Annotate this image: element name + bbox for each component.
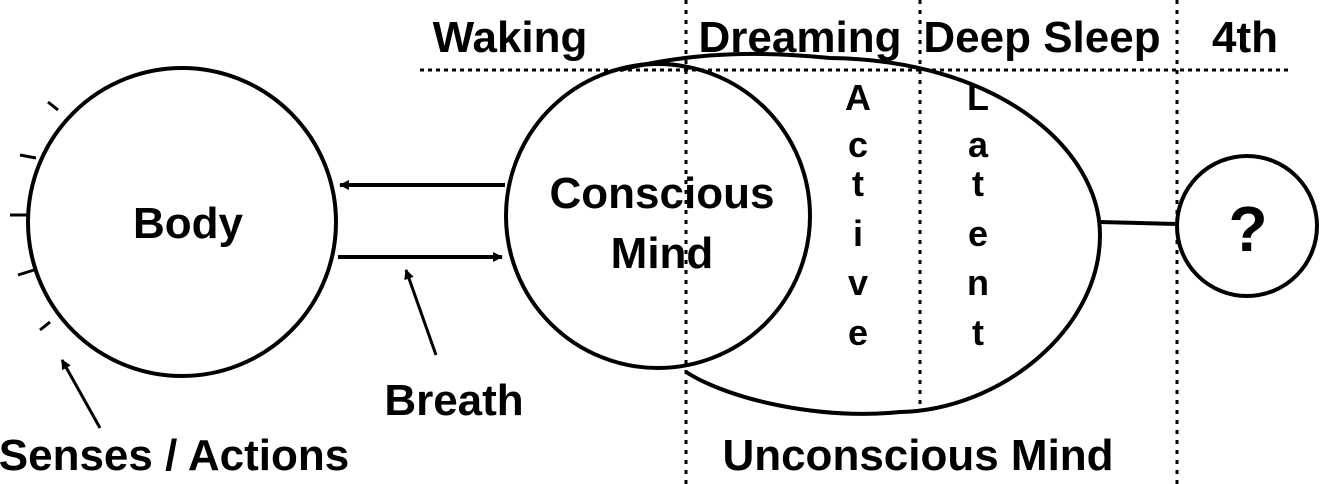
- breath-label: Breath: [384, 376, 523, 425]
- svg-text:a: a: [968, 124, 989, 165]
- svg-text:n: n: [967, 262, 989, 303]
- unconscious-mind-oval: [619, 51, 1103, 416]
- svg-text:v: v: [848, 262, 868, 303]
- svg-text:c: c: [848, 124, 868, 165]
- header-deep-sleep: Deep Sleep: [923, 13, 1160, 62]
- question-mark: ?: [1228, 193, 1267, 265]
- svg-text:t: t: [972, 312, 984, 353]
- svg-text:A: A: [845, 77, 871, 118]
- active-vertical-label: A c t i v e: [845, 77, 871, 353]
- header-waking: Waking: [433, 13, 588, 62]
- sense-ticks: [10, 100, 59, 332]
- conscious-mind-label-line1: Conscious: [550, 169, 775, 218]
- svg-text:t: t: [972, 163, 984, 204]
- body-circle: [26, 66, 338, 378]
- body-label: Body: [133, 199, 244, 248]
- conscious-mind-label-line2: Mind: [611, 229, 714, 278]
- senses-pointer: [60, 359, 102, 429]
- breath-pointer: [404, 269, 438, 356]
- svg-text:t: t: [852, 163, 864, 204]
- connector-to-fourth: [1099, 220, 1178, 226]
- unconscious-mind-label: Unconscious Mind: [722, 431, 1113, 480]
- svg-text:e: e: [968, 213, 988, 254]
- svg-text:e: e: [848, 312, 868, 353]
- fourth-state-circle: [1175, 154, 1319, 298]
- latent-vertical-label: L a t e n t: [967, 77, 989, 353]
- header-fourth: 4th: [1212, 13, 1278, 62]
- svg-text:L: L: [967, 77, 989, 118]
- senses-actions-label: Senses / Actions: [0, 431, 349, 480]
- conscious-mind-circle: [504, 62, 812, 370]
- svg-text:i: i: [853, 213, 863, 254]
